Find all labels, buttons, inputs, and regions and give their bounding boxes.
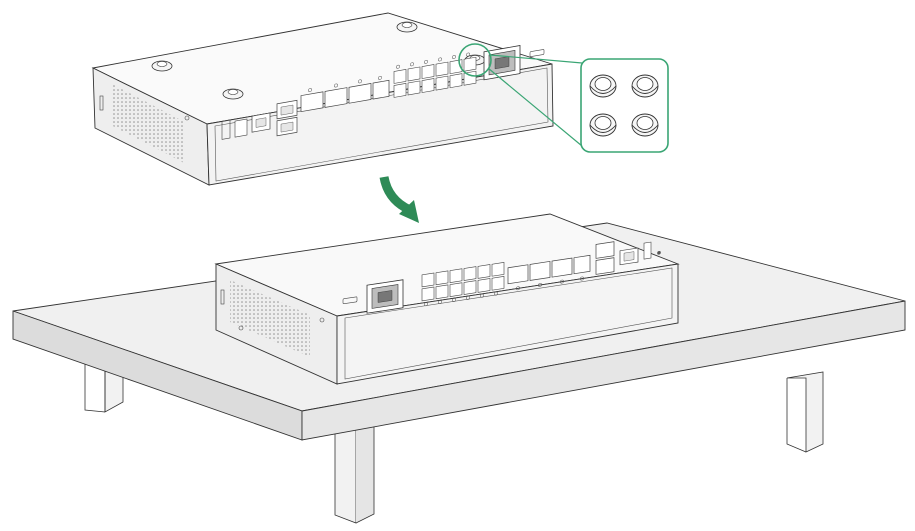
- table-right-edge: [301, 300, 906, 441]
- placement-arrow-icon: [379, 176, 413, 215]
- rubber-foot-detail-icon: [589, 113, 617, 137]
- rubber-foot-detail-icon: [631, 74, 659, 98]
- rubber-foot-detail-icon: [631, 113, 659, 137]
- switch-upside-down: [91, 12, 554, 186]
- rubber-foot-detail-icon: [589, 74, 617, 98]
- vent-grille: [112, 84, 184, 163]
- rubber-foot-icon: [151, 60, 173, 72]
- rubber-foot-icon: [222, 88, 244, 100]
- switch-on-table: [214, 213, 680, 385]
- callout-highlight-circle: [458, 43, 492, 77]
- arrow-head-icon: [399, 200, 419, 223]
- callout-box: [580, 58, 669, 153]
- vent-grille: [230, 280, 310, 357]
- callout: [458, 43, 669, 153]
- table-leg: [786, 371, 824, 453]
- table-leg: [334, 429, 357, 524]
- switch-front-panel: [336, 263, 679, 385]
- rubber-foot-icon: [396, 21, 418, 33]
